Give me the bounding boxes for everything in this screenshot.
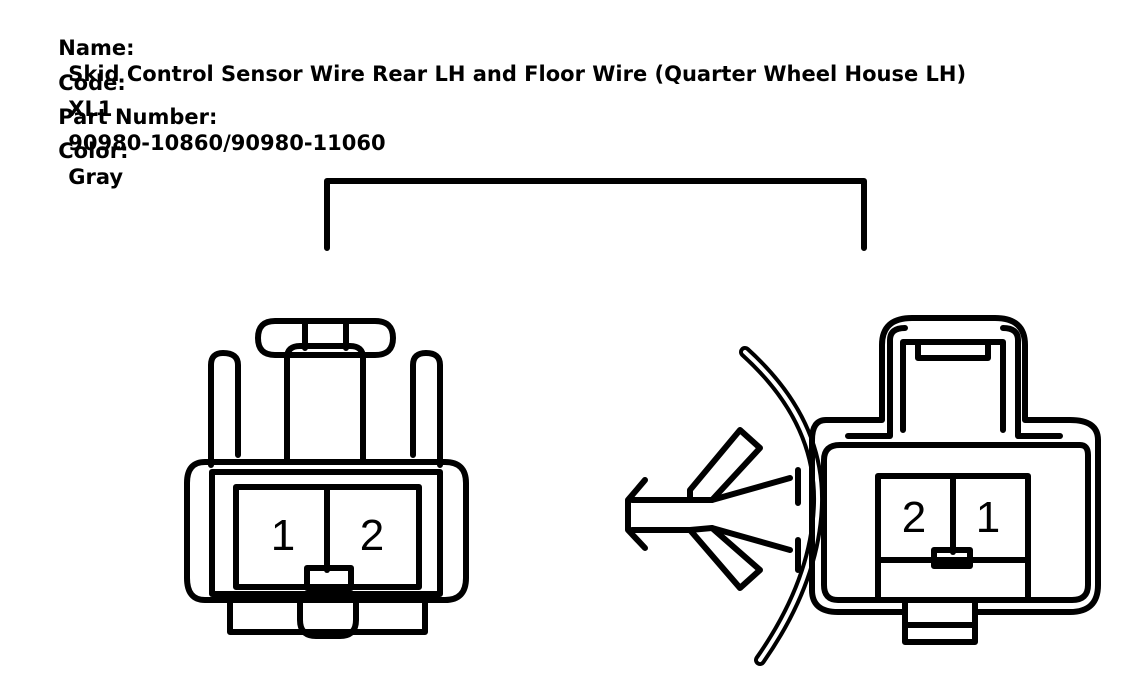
right-outer-housing [809,315,1101,645]
part-number-value: 90980-10860/90980-11060 [68,131,386,155]
mating-bracket-line [324,178,867,251]
color-row: Color: Gray [29,112,128,216]
right-latch [931,547,973,569]
left-latch [304,565,354,591]
right-connector [809,315,1101,645]
clip-arc-inner [743,350,821,662]
right-body [821,442,1091,628]
retainer-clip [625,346,825,666]
left-pin-1: 1 [271,511,295,560]
clip-upper-barb [687,427,763,503]
right-pin-2: 2 [902,493,926,542]
left-center-column [284,343,366,463]
clip-stem [629,497,693,533]
name-value: Skid Control Sensor Wire Rear LH and Flo… [68,62,967,86]
clip-head [625,477,648,551]
right-inner-outline-right [1000,325,1063,439]
color-label: Color: [58,139,129,163]
left-connector [184,318,469,639]
left-side-rail-left [208,350,241,468]
left-side-rail-right [410,350,443,468]
left-bottom-tab [297,597,359,639]
left-inner-frame [209,469,443,597]
name-row: Name: Skid Control Sensor Wire Rear LH a… [29,9,966,113]
clip-arm-lines [709,475,793,553]
right-top-tab-notch [915,339,991,361]
part-number-label: Part Number: [58,105,218,129]
right-pin-1: 1 [976,493,1000,542]
left-pin-2: 2 [360,511,384,560]
color-value: Gray [68,165,124,189]
right-inner-outline-left [845,325,908,439]
right-top-tab [900,339,1006,433]
left-lock-tab [255,318,396,358]
left-bottom-base [227,597,428,635]
code-value: XL1 [68,97,113,121]
left-outer-housing [184,459,469,603]
part-number-row: Part Number: 90980-10860/90980-11060 [29,78,386,182]
name-label: Name: [58,36,135,60]
code-row: Code: XL1 [29,44,126,148]
clip-lower-barb [687,525,763,591]
code-label: Code: [58,71,126,95]
clip-arc-outer [739,346,825,666]
